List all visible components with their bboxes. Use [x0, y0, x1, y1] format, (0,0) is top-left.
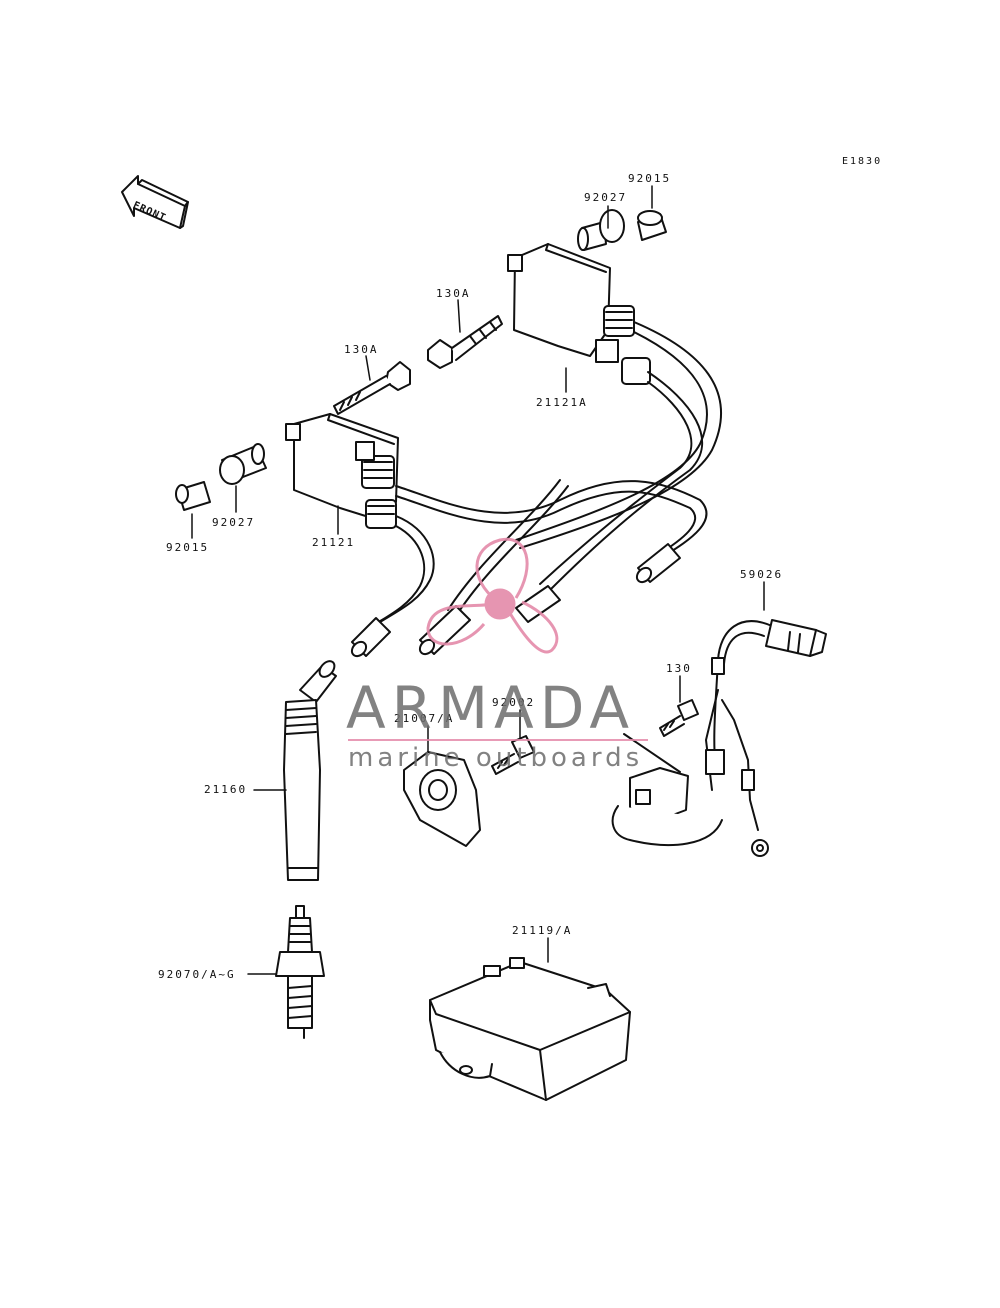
- label-21119a: 21119/A: [512, 924, 573, 937]
- diagram-code: E1830: [842, 156, 883, 167]
- pickup-coil: [403, 751, 481, 847]
- label-21121: 21121: [312, 536, 356, 549]
- igniter-unit: [429, 957, 631, 1101]
- label-92015-top: 92015: [628, 172, 672, 185]
- bolt-130: [659, 699, 699, 737]
- propeller-icon: [426, 537, 559, 654]
- bolt-130a-upper: [427, 315, 503, 369]
- ignition-coil-lower: [285, 413, 399, 529]
- label-130a-upper: 130A: [436, 287, 471, 300]
- spark-plug-cap: [283, 660, 337, 881]
- label-92027-left: 92027: [212, 516, 256, 529]
- label-92070a-g: 92070/A~G: [158, 968, 236, 981]
- bolt-130a-lower: [333, 361, 411, 415]
- collar-92027-left: [219, 443, 267, 485]
- label-130: 130: [666, 662, 692, 675]
- collar-92015-left: [175, 481, 211, 511]
- label-21121a: 21121A: [536, 396, 588, 409]
- watermark-divider: [348, 739, 648, 741]
- label-92002: 92002: [492, 696, 536, 709]
- label-21160: 21160: [204, 783, 248, 796]
- label-92027-top: 92027: [584, 191, 628, 204]
- spark-plug: [275, 905, 325, 1039]
- label-92015-left: 92015: [166, 541, 210, 554]
- watermark-title: ARMADA: [346, 674, 636, 742]
- collar-92027-upper: [577, 209, 625, 251]
- bolt-92002: [491, 735, 535, 775]
- front-arrow-icon: [121, 175, 189, 229]
- lead-plug-caps: [350, 543, 681, 658]
- high-tension-leads: [371, 321, 723, 627]
- label-130a-lower: 130A: [344, 343, 379, 356]
- leader-lines: [191, 185, 765, 975]
- sensor-bracket: [611, 733, 723, 846]
- watermark-subtitle: marine outboards: [348, 743, 644, 773]
- collar-92015-upper: [637, 210, 667, 241]
- label-21007a: 21007/A: [394, 712, 455, 725]
- label-59026: 59026: [740, 568, 784, 581]
- wiring-harness: [705, 619, 827, 857]
- ignition-coil-upper: [507, 243, 651, 385]
